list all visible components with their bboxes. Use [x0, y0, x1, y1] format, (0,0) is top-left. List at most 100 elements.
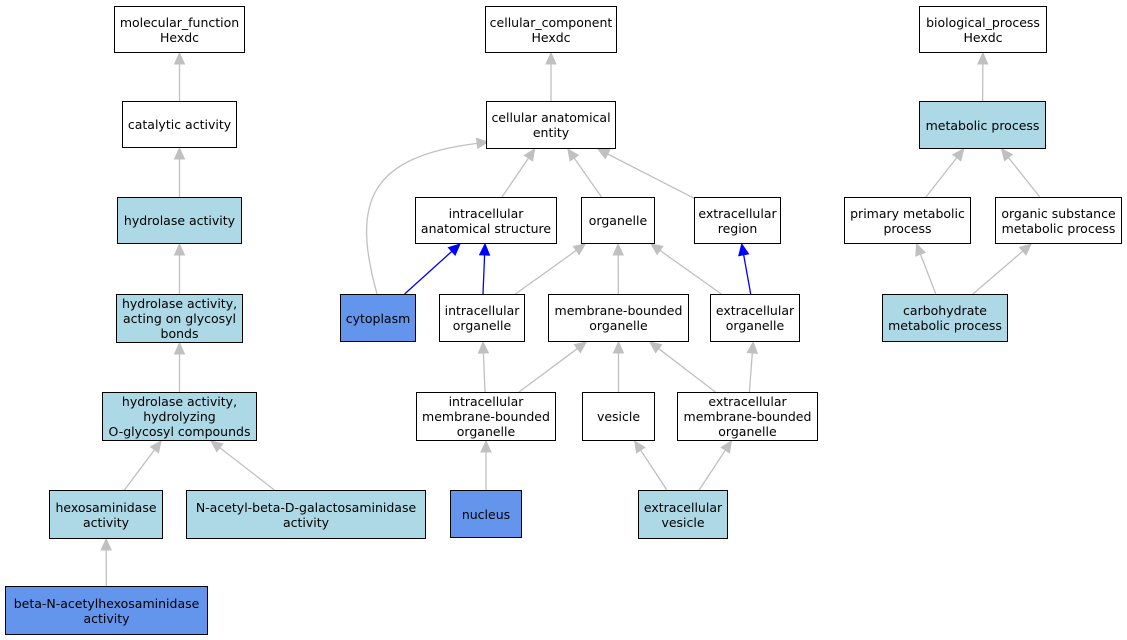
edge-line — [748, 352, 753, 393]
edge-line — [925, 157, 958, 198]
node-metabolic-process[interactable]: metabolic process — [919, 101, 1046, 149]
node-label: carbohydrate metabolic process — [888, 303, 1002, 333]
node-label: intracellular anatomical structure — [420, 205, 552, 236]
arrowhead — [210, 440, 224, 453]
node-label: hydrolase activity, hydrolyzing O-glycos… — [108, 394, 251, 439]
node-extracellular-vesicle[interactable]: extracellular vesicle — [638, 490, 728, 539]
edge-hexosaminidase-to-hydrolase_oglyco — [123, 440, 162, 491]
edge-extra_vesicle-to-extra_mb — [698, 439, 733, 491]
arrowhead — [573, 341, 588, 354]
node-label: vesicle — [596, 409, 641, 424]
edge-line — [640, 449, 668, 491]
edge-line — [518, 348, 578, 393]
node-label: hydrolase activity, acting on glycosyl b… — [121, 296, 238, 341]
node-cellular-component[interactable]: cellular_component Hexdc — [485, 6, 617, 53]
edge-line — [404, 250, 453, 295]
node-n-acetyl-galactosaminidase[interactable]: N-acetyl-beta-D-galactosaminidase activi… — [186, 490, 426, 539]
node-cytoplasm[interactable]: cytoplasm — [340, 294, 416, 342]
arrowhead — [173, 51, 186, 65]
node-hydrolase-glycosyl[interactable]: hydrolase activity, acting on glycosyl b… — [116, 294, 243, 343]
node-primary-metabolic-process[interactable]: primary metabolic process — [844, 197, 971, 244]
arrowhead — [612, 340, 625, 354]
edge-line — [658, 348, 716, 393]
node-label: nucleus — [461, 506, 511, 522]
node-extracellular-organelle[interactable]: extracellular organelle — [710, 294, 800, 342]
arrowhead — [977, 51, 989, 65]
arrowhead — [523, 148, 536, 162]
edge-extra_mb-to-extra_org — [746, 340, 759, 393]
edge-metabolic-to-bp_root — [977, 51, 989, 102]
edge-carb_met-to-organic_met — [972, 243, 1033, 295]
node-label: cytoplasm — [345, 310, 411, 326]
edge-line — [607, 153, 695, 199]
edge-line — [482, 352, 486, 393]
edge-mb_org-to-organelle — [612, 242, 624, 295]
node-label: extracellular organelle — [715, 303, 795, 333]
node-label: extracellular region — [698, 205, 777, 236]
arrowhead — [633, 439, 646, 454]
node-catalytic-activity[interactable]: catalytic activity — [122, 101, 237, 148]
edge-intra_struct-to-anat — [501, 148, 536, 198]
node-intracellular-organelle[interactable]: intracellular organelle — [439, 294, 525, 342]
edge-line — [972, 250, 1024, 295]
arrowhead — [475, 137, 490, 150]
node-label: cellular anatomical entity — [491, 110, 611, 140]
node-extracellular-membrane-bounded-organelle[interactable]: extracellular membrane-bounded organelle — [677, 392, 818, 441]
edge-hydrolase_glyco-to-hydrolase — [173, 242, 186, 294]
arrowhead — [173, 341, 186, 355]
node-cellular-anatomical-entity[interactable]: cellular anatomical entity — [486, 101, 616, 149]
node-label: metabolic process — [925, 117, 1040, 133]
node-label: cellular_component Hexdc — [489, 14, 613, 45]
node-carbohydrate-metabolic-process[interactable]: carbohydrate metabolic process — [882, 294, 1008, 342]
arrowhead — [738, 242, 750, 257]
node-hydrolase-activity[interactable]: hydrolase activity — [117, 197, 242, 244]
node-biological-process[interactable]: biological_process Hexdc — [919, 6, 1047, 53]
arrowhead — [648, 341, 663, 354]
node-intracellular-anatomical-structure[interactable]: intracellular anatomical structure — [415, 197, 557, 244]
edge-extra_org-to-organelle — [650, 243, 722, 295]
edge-anat-to-cc_root — [545, 51, 557, 101]
node-hydrolase-o-glycosyl[interactable]: hydrolase activity, hydrolyzing O-glycos… — [102, 392, 257, 441]
arrowhead — [1018, 243, 1033, 256]
arrowhead — [149, 440, 162, 454]
node-extracellular-region[interactable]: extracellular region — [694, 197, 781, 244]
node-organelle[interactable]: organelle — [581, 197, 655, 244]
arrowhead — [478, 242, 491, 256]
edge-extra_vesicle-to-vesicle — [633, 439, 668, 491]
edge-line — [482, 254, 486, 295]
node-beta-n-acetylhexosaminidase[interactable]: beta-N-acetylhexosaminidase activity — [5, 586, 208, 635]
edge-intra_mb-to-intra_org — [477, 340, 490, 393]
edge-line — [123, 449, 156, 491]
node-membrane-bounded-organelle[interactable]: membrane-bounded organelle — [548, 294, 689, 342]
arrowhead — [480, 439, 492, 453]
node-organic-substance-metabolic-process[interactable]: organic substance metabolic process — [995, 197, 1122, 244]
edge-cytoplasm-to-intra_struct — [404, 243, 461, 295]
arrowhead — [173, 242, 186, 256]
node-label: biological_process Hexdc — [926, 14, 1040, 45]
node-intracellular-membrane-bounded-organelle[interactable]: intracellular membrane-bounded organelle — [416, 392, 556, 441]
node-label: organelle — [588, 213, 648, 228]
node-label: molecular_function Hexdc — [119, 14, 240, 45]
edge-catalytic-to-mf_root — [173, 51, 186, 101]
edge-vesicle-to-mb_org — [612, 340, 625, 392]
arrowhead — [545, 51, 557, 65]
edge-extra_region-to-anat — [596, 148, 695, 199]
node-label: extracellular vesicle — [643, 499, 723, 530]
edge-line — [743, 254, 752, 295]
edge-organelle-to-anat — [567, 148, 603, 198]
node-label: organic substance metabolic process — [1001, 205, 1116, 236]
edge-line — [573, 157, 603, 198]
arrowhead — [952, 148, 965, 162]
edge-organic_met-to-metabolic — [1000, 148, 1041, 198]
node-vesicle[interactable]: vesicle — [582, 392, 655, 441]
edge-intra_org-to-intra_struct — [478, 242, 491, 295]
edge-intra_org-to-organelle — [515, 243, 587, 295]
edge-intra_mb-to-mb_org — [518, 341, 588, 393]
node-hexosaminidase[interactable]: hexosaminidase activity — [49, 490, 163, 539]
node-nucleus[interactable]: nucleus — [450, 490, 522, 538]
arrowhead — [100, 537, 112, 551]
node-label: extracellular membrane-bounded organelle — [683, 394, 812, 439]
node-molecular-function[interactable]: molecular_function Hexdc — [114, 6, 245, 53]
node-label: N-acetyl-beta-D-galactosaminidase activi… — [195, 499, 417, 530]
edge-nacetyl-to-hydrolase_oglyco — [210, 440, 275, 491]
